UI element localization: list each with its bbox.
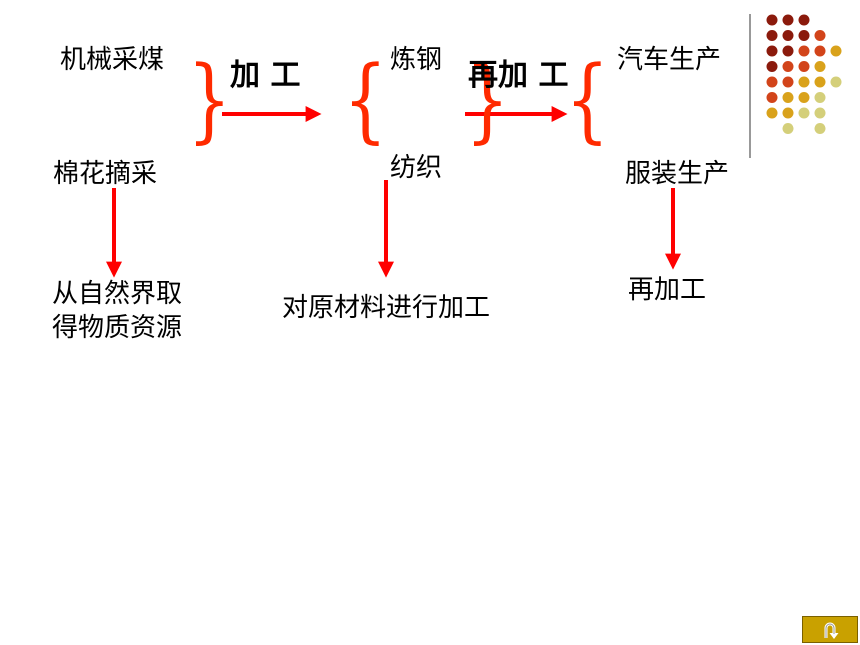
decorative-dot xyxy=(814,123,826,134)
decorative-dot xyxy=(766,45,778,57)
decorative-dot xyxy=(814,76,826,88)
decorative-dot xyxy=(798,107,810,119)
decorative-dot xyxy=(814,45,826,57)
decorative-dot xyxy=(798,92,810,103)
brace-open-2: { xyxy=(343,46,388,153)
decorative-dot xyxy=(798,30,810,41)
node-car-production: 汽车生产 xyxy=(617,45,722,75)
node-textile: 纺织 xyxy=(390,153,443,183)
divider-line xyxy=(749,14,751,158)
brace-open-3: { xyxy=(565,46,610,153)
decorative-dot xyxy=(798,45,810,57)
node-cotton-picking: 棉花摘采 xyxy=(53,159,158,189)
decorative-dot xyxy=(782,76,794,88)
back-button[interactable] xyxy=(802,616,858,643)
node-steelmaking: 炼钢 xyxy=(390,45,443,75)
note-nature-line1: 从自然界取 xyxy=(52,279,183,309)
decorative-dot xyxy=(814,107,826,119)
decorative-dot xyxy=(766,30,778,41)
decorative-dot xyxy=(782,14,794,26)
node-clothing-production: 服装生产 xyxy=(625,159,730,189)
decorative-dot xyxy=(782,92,794,103)
decorative-dot xyxy=(782,123,794,134)
decorative-dot xyxy=(814,92,826,103)
node-coal-mining: 机械采煤 xyxy=(60,45,165,75)
decorative-dot xyxy=(798,76,810,88)
stage-process-label: 加 工 xyxy=(230,58,301,93)
note-raw-processing: 对原材料进行加工 xyxy=(282,293,491,323)
note-reprocessing: 再加工 xyxy=(628,275,707,305)
decorative-dot xyxy=(814,61,826,72)
decorative-dot xyxy=(798,61,810,72)
brace-close-2: } xyxy=(465,46,510,153)
decorative-dot xyxy=(782,45,794,57)
decorative-dot xyxy=(814,30,826,41)
decorative-dot xyxy=(766,92,778,103)
brace-close-1: } xyxy=(187,46,232,153)
decorative-dot xyxy=(766,14,778,26)
decorative-dot xyxy=(782,107,794,119)
decorative-dot xyxy=(782,61,794,72)
decorative-dot xyxy=(766,76,778,88)
decorative-dot xyxy=(782,30,794,41)
decorative-dot xyxy=(830,76,842,88)
decorative-dot xyxy=(798,14,810,26)
decorative-dot xyxy=(766,61,778,72)
stage-reprocess-label: 再加 工 xyxy=(468,58,569,93)
u-turn-back-icon xyxy=(824,622,839,639)
decorative-dot xyxy=(830,45,842,57)
note-nature-line2: 得物质资源 xyxy=(52,313,183,343)
decorative-dot xyxy=(766,107,778,119)
